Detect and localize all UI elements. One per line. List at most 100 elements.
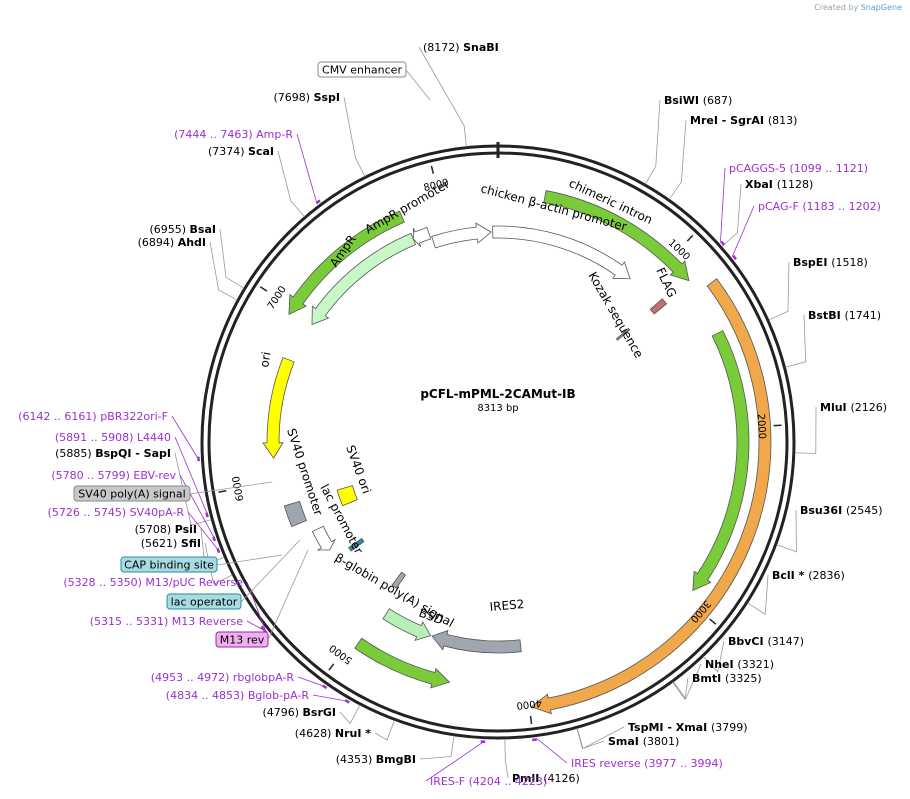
primer-pcaggs-5[interactable]: pCAGGS-5 (1099 .. 1121) bbox=[729, 162, 868, 175]
feature-ampr[interactable] bbox=[311, 232, 417, 326]
primer-coord: (4834 .. 4853) bbox=[166, 689, 248, 702]
site-pmli[interactable]: PmlI (4126) bbox=[512, 772, 580, 785]
feature-orange-orf[interactable] bbox=[530, 278, 772, 715]
site-coord: (3147) bbox=[767, 635, 804, 648]
site-layer[interactable]: (8172) SnaBI BsiWI (687) MreI - SgrAI (813… bbox=[18, 41, 887, 788]
site-leader bbox=[785, 314, 807, 368]
site-coord: (5621) bbox=[141, 537, 181, 550]
site-bcli[interactable]: BclI * (2836) bbox=[772, 569, 845, 582]
site-coord: (4126) bbox=[543, 772, 580, 785]
primer-amp-r[interactable]: (7444 .. 7463) Amp-R bbox=[174, 128, 293, 141]
ruler-tick bbox=[328, 663, 335, 671]
primer-m13-puc-reverse[interactable]: (5328 .. 5350) M13/pUC Reverse bbox=[63, 576, 243, 589]
site-sfii[interactable]: (5621) SfiI bbox=[141, 537, 201, 550]
ruler-label: 5000 bbox=[328, 642, 355, 666]
primer-m13-reverse[interactable]: (5315 .. 5331) M13 Reverse bbox=[90, 615, 243, 628]
site-name: SmaI bbox=[608, 735, 643, 748]
site-nhei[interactable]: NheI (3321) bbox=[705, 658, 774, 671]
primer-coord: (4953 .. 4972) bbox=[151, 671, 233, 684]
site-bspqi-sapi[interactable]: (5885) BspQI - SapI bbox=[55, 447, 171, 460]
site-leader bbox=[174, 452, 212, 526]
site-mlui[interactable]: MluI (2126) bbox=[820, 401, 887, 414]
primer-bglob-pa-r[interactable]: (4834 .. 4853) Bglob-pA-R bbox=[166, 689, 310, 702]
box-label: SV40 poly(A) signal bbox=[78, 488, 185, 501]
box-lac-operator[interactable] bbox=[166, 593, 242, 610]
primer-leader bbox=[187, 511, 221, 553]
site-leader bbox=[339, 704, 361, 725]
site-name: BsaI bbox=[190, 223, 216, 236]
box-sv40-poly-a-signal[interactable] bbox=[73, 485, 191, 502]
feature-lac-promoter[interactable] bbox=[348, 537, 365, 552]
feature-ori[interactable] bbox=[262, 357, 295, 459]
site-scai[interactable]: (7374) ScaI bbox=[208, 145, 274, 158]
box-leader bbox=[216, 554, 283, 566]
feature-green-left[interactable] bbox=[288, 210, 405, 315]
primer-ebv-rev[interactable]: (5780 .. 5799) EBV-rev bbox=[51, 469, 176, 482]
feature-green-orf[interactable] bbox=[692, 330, 750, 592]
site-nrui[interactable]: (4628) NruI * bbox=[295, 727, 371, 740]
primer-l4440[interactable]: (5891 .. 5908) L4440 bbox=[55, 431, 171, 444]
feature-ires2[interactable] bbox=[431, 629, 522, 654]
site-leader bbox=[343, 96, 366, 177]
box-cmv-enhancer[interactable] bbox=[317, 61, 407, 78]
site-tspmi-xmai[interactable]: TspMI - XmaI (3799) bbox=[628, 721, 748, 734]
site-psii[interactable]: (5708) PsiI bbox=[135, 523, 197, 536]
feature-cmv-enhancer[interactable] bbox=[431, 222, 492, 249]
site-xbai[interactable]: XbaI (1128) bbox=[745, 178, 813, 191]
site-snabi[interactable]: (8172) SnaBI bbox=[423, 41, 499, 54]
feature-chicken-actin-promoter[interactable] bbox=[492, 225, 631, 280]
site-sspi[interactable]: (7698) SspI bbox=[273, 91, 340, 104]
site-name: SnaBI bbox=[463, 41, 499, 54]
primer-pbr322ori-f[interactable]: (6142 .. 6161) pBR322ori-F bbox=[18, 410, 168, 423]
site-leader bbox=[668, 119, 687, 200]
site-bsu36i[interactable]: Bsu36I (2545) bbox=[800, 504, 883, 517]
primer-name: L4440 bbox=[137, 431, 171, 444]
primer-sv40pa-r[interactable]: (5726 .. 5745) SV40pA-R bbox=[48, 506, 185, 519]
site-bmgbi[interactable]: (4353) BmgBI bbox=[336, 753, 416, 766]
feature-sv40-promoter[interactable] bbox=[311, 525, 337, 551]
primer-pcag-f[interactable]: pCAG-F (1183 .. 1202) bbox=[758, 200, 881, 213]
primer-name: IRES reverse bbox=[571, 757, 644, 770]
site-smai[interactable]: SmaI (3801) bbox=[608, 735, 679, 748]
site-bsiwi[interactable]: BsiWI (687) bbox=[664, 94, 732, 107]
site-bsrgi[interactable]: (4796) BsrGI bbox=[262, 706, 336, 719]
feature-flag[interactable] bbox=[649, 298, 668, 315]
primer-ires-f[interactable]: IRES-F (4204 .. 4223) bbox=[430, 775, 547, 788]
feature-sv40-ori[interactable] bbox=[336, 485, 358, 507]
primer-coord: (5726 .. 5745) bbox=[48, 506, 130, 519]
primer-leader bbox=[720, 167, 726, 243]
box-leader bbox=[267, 549, 309, 641]
site-leader bbox=[374, 720, 395, 741]
box-cap-binding-site[interactable] bbox=[120, 556, 218, 573]
box-label: CMV enhancer bbox=[322, 64, 402, 77]
site-name: SspI bbox=[314, 91, 340, 104]
site-bsai[interactable]: (6955) BsaI bbox=[149, 223, 216, 236]
feature-chimeric-intron[interactable] bbox=[543, 190, 690, 282]
feature-kozak-sequence[interactable] bbox=[615, 327, 631, 341]
label-kozak-sequence: Kozak sequence bbox=[585, 270, 646, 361]
ruler-tick bbox=[709, 618, 717, 625]
site-leader bbox=[209, 241, 238, 301]
box-label: M13 rev bbox=[220, 634, 265, 647]
primer-ires-reverse[interactable]: IRES reverse (3977 .. 3994) bbox=[571, 757, 723, 770]
feature-globin-poly-a-signal[interactable] bbox=[391, 571, 407, 589]
primer-mark bbox=[260, 625, 266, 631]
feature-green-lower[interactable] bbox=[354, 637, 451, 689]
primer-rbglobpa-r[interactable]: (4953 .. 4972) rbglobpA-R bbox=[151, 671, 295, 684]
primer-leader bbox=[732, 205, 755, 257]
box-m13-rev[interactable] bbox=[215, 631, 269, 648]
site-mrei-sgrai[interactable]: MreI - SgrAI (813) bbox=[690, 114, 797, 127]
feature-ampr-promoter[interactable] bbox=[412, 226, 432, 247]
site-coord: (1741) bbox=[845, 309, 882, 322]
site-ahdi[interactable]: (6894) AhdI bbox=[138, 236, 206, 249]
site-leader bbox=[673, 663, 702, 700]
site-bstbi[interactable]: BstBI (1741) bbox=[808, 309, 881, 322]
site-bspei[interactable]: BspEI (1518) bbox=[793, 256, 868, 269]
site-bmti[interactable]: BmtI (3325) bbox=[692, 672, 762, 685]
feature-bsd[interactable] bbox=[382, 608, 432, 642]
primer-leader bbox=[171, 415, 200, 462]
site-bbvci[interactable]: BbvCI (3147) bbox=[728, 635, 804, 648]
feature-sv40-poly-a-box[interactable] bbox=[283, 500, 307, 528]
primer-coord: (5328 .. 5350) bbox=[63, 576, 145, 589]
